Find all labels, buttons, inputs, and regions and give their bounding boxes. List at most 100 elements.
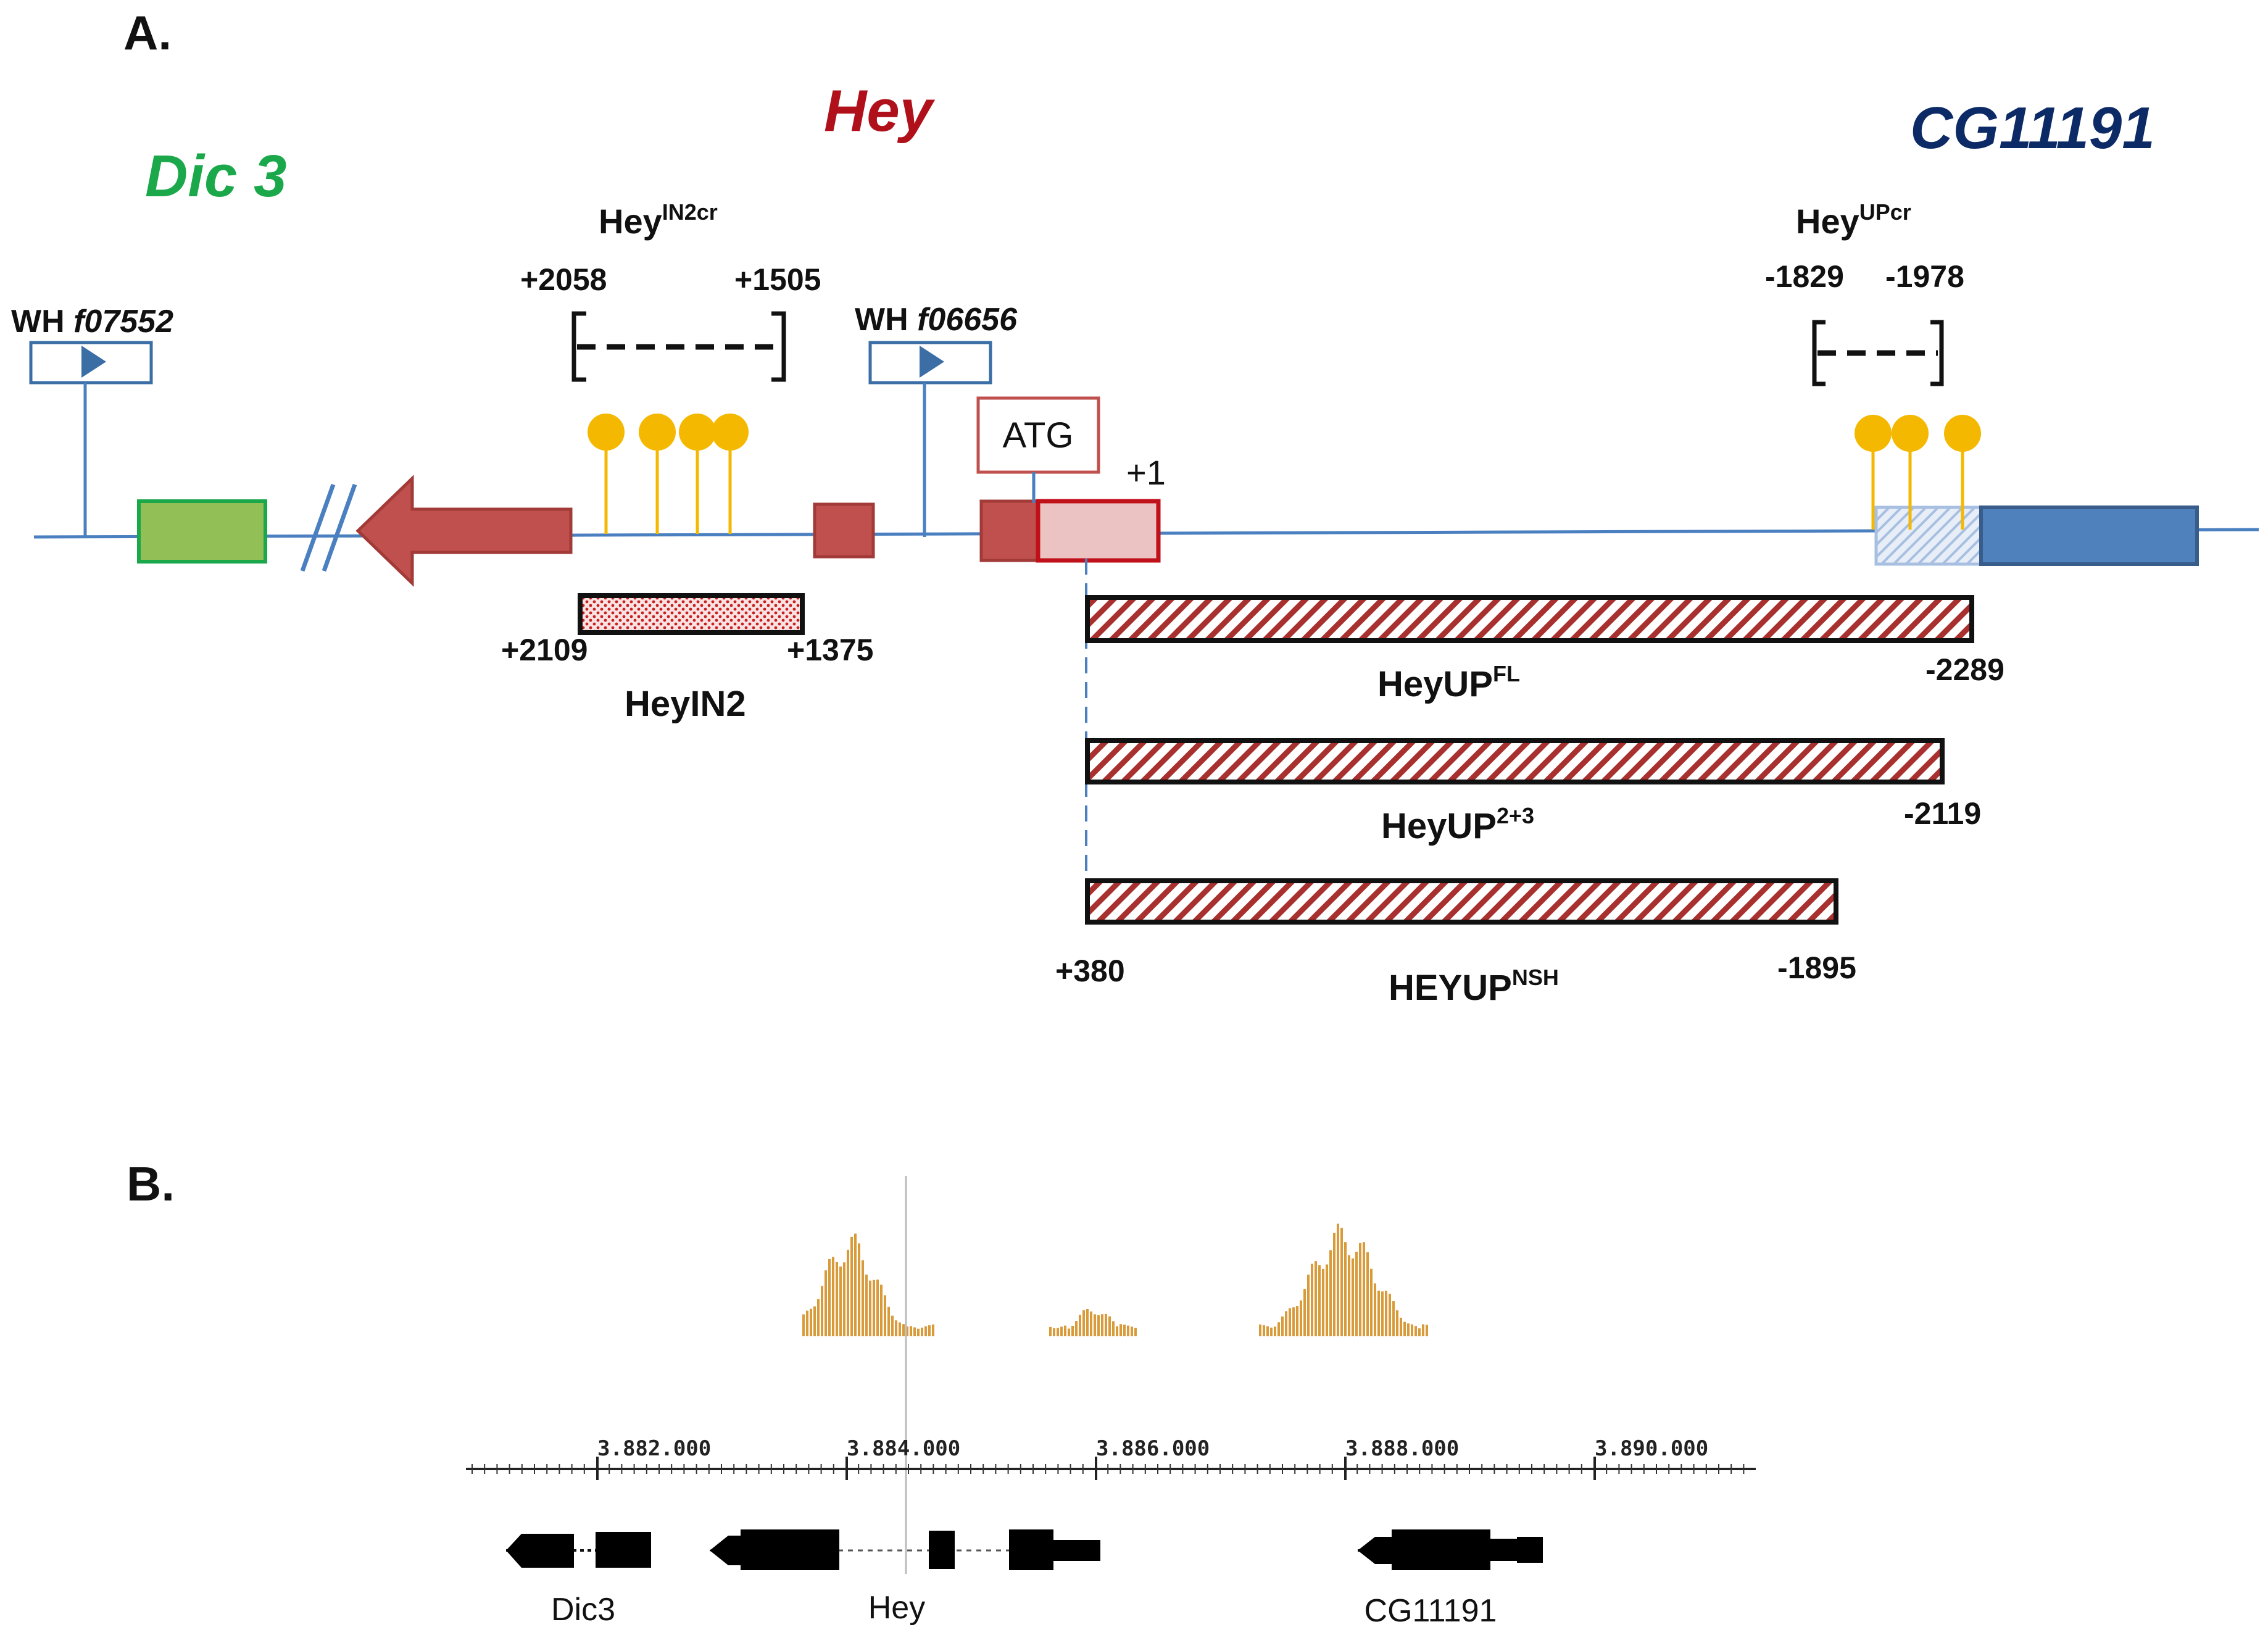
binding-site-icon [712,414,749,451]
signal-bar [854,1233,857,1336]
hey-gene-arrow [355,475,573,587]
heyin2-right-coord: +1375 [787,633,873,667]
crm-in2-bracket-right [771,311,786,382]
signal-bar [1326,1264,1328,1336]
signal-bar [1422,1324,1424,1336]
heyin2-name: HeyIN2 [625,684,746,724]
signal-bar [902,1324,905,1336]
signal-bar [1414,1326,1417,1336]
signal-bar [1134,1328,1137,1336]
gene-label-dic3: Dic 3 [145,143,286,209]
heyin2-construct [578,593,805,635]
signal-bar [1064,1325,1066,1336]
crm-up-left-coord: -1829 [1765,259,1844,294]
binding-site-icon [588,414,625,451]
gene-label-cg11191: CG11191 [1910,95,2155,161]
signal-bar [1259,1324,1261,1336]
heyup-23-end-coord: -2119 [1904,796,1981,831]
signal-bar [1344,1242,1347,1336]
insertion-arrow-icon [920,346,944,378]
signal-bar [1086,1308,1089,1336]
signal-bar [821,1286,823,1336]
signal-bar [817,1299,820,1336]
signal-bar [1079,1315,1081,1336]
signal-bar [1366,1252,1369,1336]
signal-bar [836,1262,838,1336]
hey-utr-exon [1036,499,1161,563]
signal-bar [850,1236,853,1336]
heyup-nsh-name: HEYUPNSH [1389,965,1559,1008]
signal-bar [1322,1268,1324,1336]
atg-label: ATG [1003,415,1074,456]
signal-bar [865,1275,868,1336]
tss-label: +1 [1126,453,1166,492]
signal-bar [1392,1301,1395,1336]
axis-tick-label: 3.884.000 [847,1436,960,1461]
axis-tick-label: 3.882.000 [597,1436,711,1461]
axis-tick-label: 3.890.000 [1595,1436,1708,1461]
gene-model-dic3 [506,1532,651,1568]
panel-a-label: A. [123,6,172,60]
panel-b-label: B. [127,1157,175,1211]
signal-bar [1363,1242,1365,1336]
signal-bar [1266,1326,1269,1336]
signal-bar [913,1327,916,1336]
signal-bar [1112,1321,1115,1336]
binding-site-icon [1892,415,1929,452]
signal-bar [1315,1261,1317,1336]
gene-name-dic3: Dic3 [551,1592,615,1628]
signal-bar [1311,1263,1313,1336]
signal-bar [1355,1251,1358,1336]
binding-sites-up [1855,415,1981,530]
insertion-box-f06656 [868,341,992,385]
crm-in2-left-coord: +2058 [520,262,607,297]
heyup-23-construct [1085,738,1945,784]
signal-bar [1285,1311,1287,1336]
signal-bar [1131,1326,1133,1336]
signal-bar [810,1308,812,1336]
signal-bar [1403,1321,1406,1336]
gene-label-hey: Hey [824,78,936,144]
signal-bar [1292,1307,1295,1336]
signal-bar [1277,1322,1280,1336]
signal-bar [899,1322,901,1336]
cg11191-utr-exon [1874,505,1983,566]
signal-bar [869,1280,871,1336]
signal-bar [1075,1321,1078,1336]
signal-bar [1377,1291,1380,1336]
signal-bar [1359,1242,1361,1336]
signal-bar [1097,1315,1100,1336]
crm-up-bracket-right [1930,320,1944,386]
signal-bar [1060,1326,1063,1336]
signal-bar [928,1325,931,1336]
crm-up-bracket-left [1812,320,1826,386]
signal-bar [895,1320,897,1336]
signal-bar [1340,1228,1343,1336]
signal-bar [1396,1310,1398,1336]
heyup-fl-end-coord: -2289 [1925,652,2004,687]
signal-bar [1119,1324,1122,1336]
gene-model-hey [710,1529,1100,1570]
heyup-nsh-construct [1085,878,1838,925]
signal-bar [1400,1317,1402,1336]
signal-bar [1381,1291,1384,1336]
gene-name-cg11191: CG11191 [1365,1593,1497,1629]
signal-bar [1389,1294,1391,1336]
signal-bar [813,1306,816,1336]
signal-bar [924,1326,927,1336]
axis-tick-label: 3.886.000 [1096,1436,1210,1461]
axis-tick-label: 3.888.000 [1345,1436,1459,1461]
break-mark [300,483,336,572]
break-mark [322,483,357,572]
signal-bar [1418,1328,1421,1336]
signal-bar [1057,1328,1059,1336]
signal-bar [891,1315,894,1336]
signal-bar [876,1279,879,1336]
binding-sites-in2 [588,414,749,534]
signal-bar [828,1258,831,1336]
signal-bar [1426,1325,1428,1336]
signal-bar [1068,1328,1070,1336]
signal-bar [1407,1323,1410,1336]
signal-bar [847,1249,849,1336]
atg-box [976,396,1100,474]
